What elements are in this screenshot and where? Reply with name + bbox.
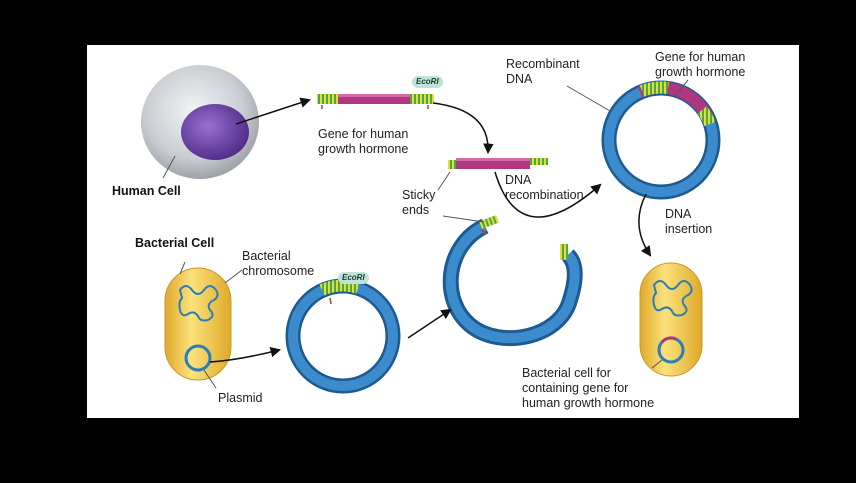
- sticky-ends-pointer: [442, 215, 485, 223]
- sticky-ends-label: Sticky ends: [402, 188, 436, 217]
- plasmid-pointer: [203, 369, 217, 389]
- recombinant-dna-label: Recombinant DNA: [506, 57, 580, 86]
- nucleus: [181, 104, 249, 160]
- bacterial-chromosome-label: Bacterial chromosome: [242, 249, 315, 278]
- dna-recombination-label: DNA recombination: [505, 173, 584, 202]
- human-cell: [141, 65, 259, 179]
- dna-insertion-label: DNA insertion: [665, 207, 713, 236]
- open-plasmid: [442, 215, 583, 347]
- recombinant-dna-ring: [601, 80, 721, 200]
- enzyme-badge-plasmid: EcoRI: [338, 272, 369, 284]
- plasmid-ring: [285, 278, 401, 394]
- sticky-ends-pointer-2: [437, 171, 451, 191]
- bacterial-cell-left: [164, 267, 232, 381]
- gene-right-label: Gene for human growth hormone: [655, 50, 746, 79]
- gene-top-label: Gene for human growth hormone: [318, 127, 409, 156]
- arrow-recombination: [494, 171, 602, 218]
- plasmid-label: Plasmid: [218, 391, 263, 405]
- recombinant-pointer: [566, 85, 611, 112]
- chromosome-pointer: [224, 269, 243, 284]
- gene-fragment-cut: [448, 158, 548, 169]
- arrow-plasmid-to-ring: [209, 347, 282, 363]
- arrow-insertion: [638, 193, 652, 257]
- human-cell-label: Human Cell: [112, 184, 181, 198]
- result-cell-label: Bacterial cell for containing gene for h…: [522, 366, 655, 410]
- bacterial-cell-label: Bacterial Cell: [135, 236, 215, 250]
- gene-fragment-top: [317, 94, 434, 109]
- human-cell-pointer: [162, 155, 176, 179]
- result-pointer: [651, 359, 663, 369]
- arrow-cell-to-gene: [235, 97, 311, 125]
- arrow-ring-to-open: [407, 308, 452, 339]
- bacterial-cell-result: [639, 262, 703, 377]
- arrow-gene-to-cut: [432, 102, 494, 155]
- enzyme-badge-top: EcoRI: [412, 76, 443, 88]
- gene-right-pointer: [674, 79, 689, 97]
